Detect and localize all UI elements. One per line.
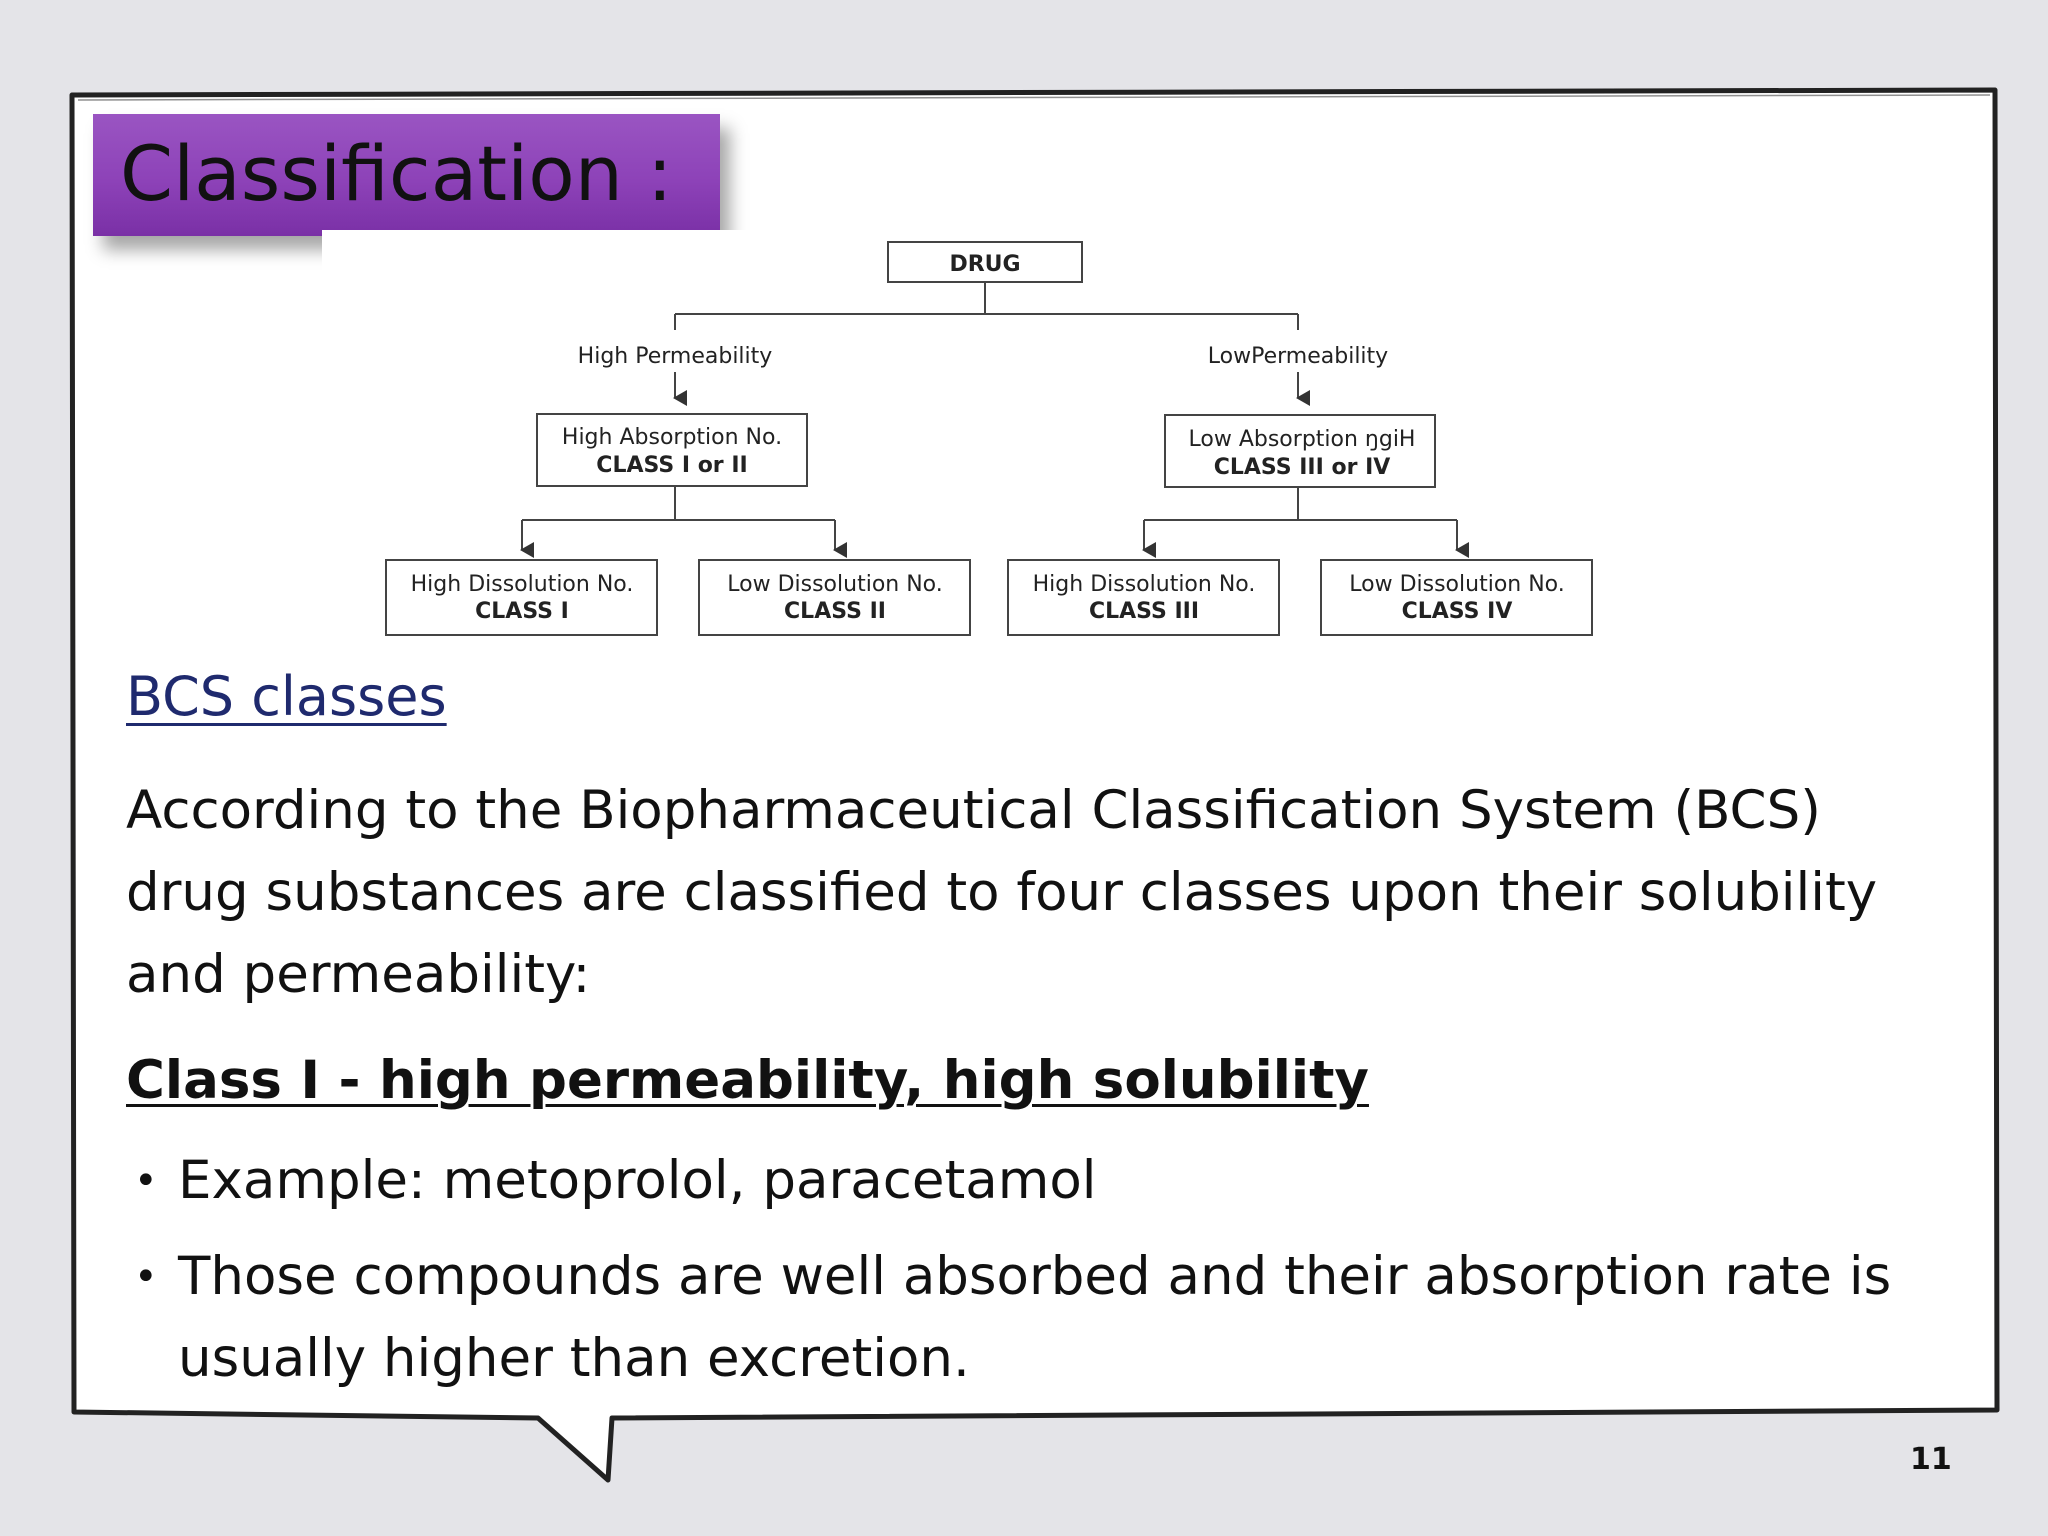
branch-label-low-permeability: LowPermeability <box>1208 344 1388 369</box>
node-class-3-line2: CLASS III <box>1089 599 1199 624</box>
node-root <box>887 241 1083 283</box>
bullet-text: Example: metoprolol, paracetamol <box>178 1150 1097 1211</box>
root-connectors <box>673 282 1310 406</box>
node-class-3 <box>1007 559 1280 636</box>
bullet-item: • Those compounds are well absorbed and … <box>126 1236 1956 1400</box>
bullet-item: • Example: metoprolol, paracetamol <box>126 1140 1956 1222</box>
node-low-absorption <box>1164 414 1436 488</box>
node-class-1-line1: High Dissolution No. <box>411 572 634 597</box>
node-low-absorption-line2: CLASS III or IV <box>1214 455 1391 480</box>
bullet-text: Those compounds are well absorbed and th… <box>178 1246 1892 1389</box>
node-class-4 <box>1320 559 1593 636</box>
node-class-1 <box>385 559 658 636</box>
node-high-absorption-line2: CLASS I or II <box>596 453 747 478</box>
bcs-classes-link[interactable]: BCS classes <box>126 665 447 728</box>
bullet-icon: • <box>134 1158 158 1204</box>
root-label: DRUG <box>949 252 1020 277</box>
class-1-heading: Class I - high permeability, high solubi… <box>126 1050 1369 1111</box>
bullet-list: • Example: metoprolol, paracetamol • Tho… <box>126 1140 1956 1414</box>
bcs-classification-diagram: DRUG High Permeability LowPermeability H… <box>322 230 1622 650</box>
node-high-absorption <box>536 413 808 487</box>
node-class-3-line1: High Dissolution No. <box>1033 572 1256 597</box>
slide-title: Classification : <box>120 129 673 218</box>
page-number: 11 <box>1910 1442 1952 1477</box>
intro-paragraph: According to the Biopharmaceutical Class… <box>126 780 1878 1005</box>
node-class-4-line1: Low Dissolution No. <box>1349 572 1564 597</box>
level2-connectors <box>520 486 1469 558</box>
branch-label-high-permeability: High Permeability <box>578 344 773 369</box>
node-class-4-line2: CLASS IV <box>1402 599 1513 624</box>
node-class-1-line2: CLASS I <box>475 599 569 624</box>
diagram-canvas: DRUG High Permeability LowPermeability H… <box>385 241 1593 636</box>
title-banner <box>93 114 720 236</box>
node-class-2-line2: CLASS II <box>784 599 886 624</box>
node-high-absorption-line1: High Absorption No. <box>562 425 782 450</box>
node-class-2-line1: Low Dissolution No. <box>727 572 942 597</box>
node-class-2 <box>698 559 971 636</box>
bullet-icon: • <box>134 1254 158 1300</box>
node-low-absorption-line1: Low Absorption ŋgiH <box>1189 427 1416 452</box>
